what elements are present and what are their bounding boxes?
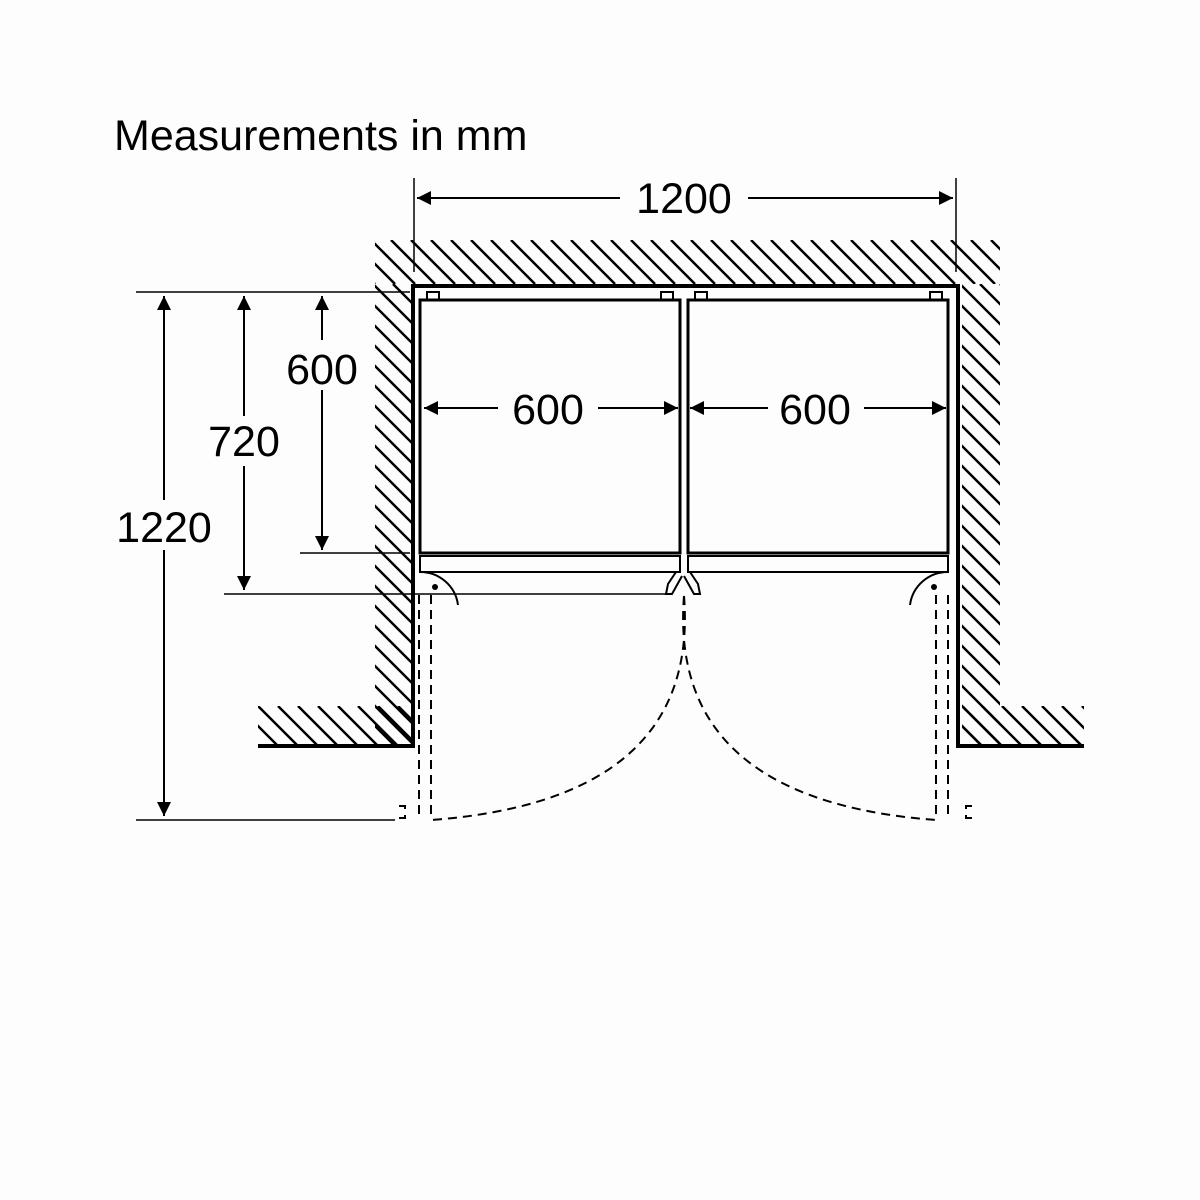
dimension-left-unit-width: 600	[424, 386, 678, 434]
wall-hatch-floor-left	[258, 706, 411, 746]
hinges	[419, 570, 949, 606]
dimension-depth-with-door: 720	[208, 296, 280, 590]
cabinet-depth-label: 600	[286, 346, 358, 394]
extension-lines	[136, 178, 957, 821]
wall-hatch-top	[375, 240, 1000, 284]
left-appliance	[418, 291, 682, 573]
dimension-right-unit-width: 600	[690, 386, 946, 434]
dimension-cabinet-depth: 600	[286, 296, 358, 550]
right-unit-width-label: 600	[779, 386, 851, 434]
dimension-total-depth: 1220	[116, 296, 212, 816]
wall-hatch-left	[375, 284, 411, 746]
door-handles	[664, 571, 702, 595]
niche-wall-outline	[258, 284, 1084, 748]
left-unit-width-label: 600	[512, 386, 584, 434]
wall-hatch-right	[962, 284, 1000, 746]
total-width-label: 1200	[636, 175, 732, 223]
door-swing	[399, 595, 972, 821]
wall-hatch-floor-right	[962, 706, 1084, 746]
title-text: Measurements in mm	[114, 112, 527, 160]
depth-with-door-label: 720	[208, 418, 280, 466]
dimension-total-width: 1200	[417, 175, 953, 223]
right-appliance	[686, 291, 950, 573]
total-depth-label: 1220	[116, 504, 212, 552]
